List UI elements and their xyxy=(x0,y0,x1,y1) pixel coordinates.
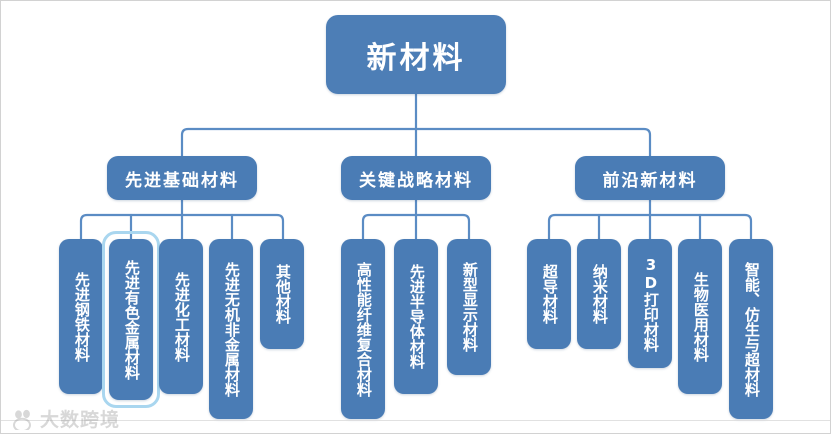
branch-node-label: 先进基础材料 xyxy=(125,170,239,191)
root-node[interactable]: 新材料 xyxy=(326,15,506,94)
leaf-node-advanced-nonferrous-metal[interactable]: 先进有色金属材料 xyxy=(109,239,153,400)
leaf-node-label: 先进无机非金属材料 xyxy=(222,261,241,397)
leaf-node-biomedical[interactable]: 生物医用材料 xyxy=(678,239,722,394)
leaf-node-nano[interactable]: 纳米材料 xyxy=(577,239,621,349)
leaf-node-label: 其他材料 xyxy=(273,264,292,324)
branch-node-label: 关键战略材料 xyxy=(359,170,473,191)
leaf-node-advanced-chemical[interactable]: 先进化工材料 xyxy=(159,239,203,394)
root-node-label: 新材料 xyxy=(366,40,466,76)
leaf-node-label: 3D打印材料 xyxy=(641,255,660,352)
branch-node-label: 前沿新材料 xyxy=(602,170,698,191)
leaf-node-label: 先进化工材料 xyxy=(172,271,191,362)
leaf-node-label: 先进半导体材料 xyxy=(407,264,426,369)
watermark-text: 大数跨境 xyxy=(40,409,121,431)
leaf-node-high-performance-fiber-composite[interactable]: 高性能纤维复合材料 xyxy=(341,239,385,419)
paw-logo-icon xyxy=(12,409,32,430)
branch-node-frontier-new[interactable]: 前沿新材料 xyxy=(575,156,725,200)
leaf-node-advanced-inorganic-nonmetal[interactable]: 先进无机非金属材料 xyxy=(209,239,253,419)
branch-node-key-strategic[interactable]: 关键战略材料 xyxy=(341,156,491,200)
leaf-node-superconducting[interactable]: 超导材料 xyxy=(527,239,571,349)
leaf-node-label: 纳米材料 xyxy=(590,264,609,324)
branch-node-advanced-basic[interactable]: 先进基础材料 xyxy=(107,156,257,200)
leaf-node-label: 超导材料 xyxy=(540,264,559,324)
leaf-node-label: 新型显示材料 xyxy=(460,262,479,352)
watermark-baseline xyxy=(1,420,830,421)
leaf-node-smart-bionic-metamaterial[interactable]: 智能、仿生与超材料 xyxy=(729,239,773,419)
leaf-node-label: 生物医用材料 xyxy=(691,271,710,362)
watermark: 大数跨境 xyxy=(9,405,120,432)
leaf-node-new-display[interactable]: 新型显示材料 xyxy=(447,239,491,375)
leaf-node-3d-printing[interactable]: 3D打印材料 xyxy=(628,239,672,368)
leaf-node-advanced-semiconductor[interactable]: 先进半导体材料 xyxy=(394,239,438,394)
leaf-node-label: 高性能纤维复合材料 xyxy=(354,261,373,397)
leaf-node-advanced-steel[interactable]: 先进钢铁材料 xyxy=(59,239,103,394)
highlight-ring xyxy=(102,231,160,408)
leaf-node-other-materials[interactable]: 其他材料 xyxy=(260,239,304,349)
leaf-node-label: 先进有色金属材料 xyxy=(122,259,141,380)
leaf-node-label: 先进钢铁材料 xyxy=(72,271,91,362)
leaf-node-label: 智能、仿生与超材料 xyxy=(742,261,761,397)
